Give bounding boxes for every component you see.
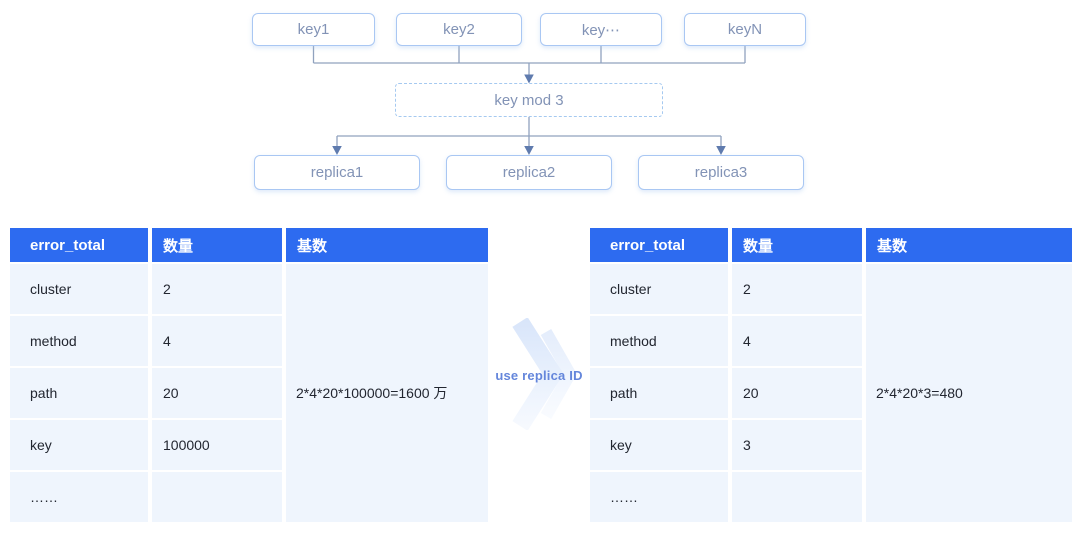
table-row-value: 20 [152, 368, 282, 418]
table-row-value: 100000 [152, 420, 282, 470]
table-row-label: path [590, 368, 728, 418]
table-row-label: …… [590, 472, 728, 522]
table-row-value: 4 [152, 316, 282, 366]
keyN-node: keyN [684, 13, 806, 46]
table-row-value: 20 [732, 368, 862, 418]
column-header: error_total [590, 228, 728, 262]
transform-label: use replica ID [495, 368, 583, 383]
table-row-value: 2 [152, 264, 282, 314]
table-row-label: cluster [590, 264, 728, 314]
replica1-node: replica1 [254, 155, 420, 190]
replica2-node: replica2 [446, 155, 612, 190]
table-row-label: key [10, 420, 148, 470]
column-header: 数量 [152, 228, 282, 262]
replica3-node: replica3 [638, 155, 804, 190]
transform-arrow-icon [512, 318, 577, 430]
table-row-label: …… [10, 472, 148, 522]
table-row-value [732, 472, 862, 522]
table-row-value: 2 [732, 264, 862, 314]
table-row-label: cluster [10, 264, 148, 314]
table-row-label: method [590, 316, 728, 366]
diagram-connectors [312, 46, 746, 155]
column-header: 基数 [866, 228, 1072, 262]
table-row-label: key [590, 420, 728, 470]
table-row-value [152, 472, 282, 522]
table-row-label: method [10, 316, 148, 366]
column-header: 数量 [732, 228, 862, 262]
cardinality-formula: 2*4*20*3=480 [866, 264, 1072, 522]
column-header: error_total [10, 228, 148, 262]
key-ellipsis-node: key⋯ [540, 13, 662, 46]
key-mod-3-node: key mod 3 [395, 83, 663, 117]
column-header: 基数 [286, 228, 488, 262]
key2-node: key2 [396, 13, 522, 46]
cardinality-table-before: error_total 数量 基数 cluster 2 2*4*20*10000… [10, 228, 488, 522]
key1-node: key1 [252, 13, 375, 46]
arrowhead-icon [332, 74, 726, 155]
table-row-value: 4 [732, 316, 862, 366]
cardinality-formula: 2*4*20*100000=1600 万 [286, 264, 488, 522]
cardinality-table-after: error_total 数量 基数 cluster 2 2*4*20*3=480… [590, 228, 1072, 522]
table-row-label: path [10, 368, 148, 418]
table-row-value: 3 [732, 420, 862, 470]
